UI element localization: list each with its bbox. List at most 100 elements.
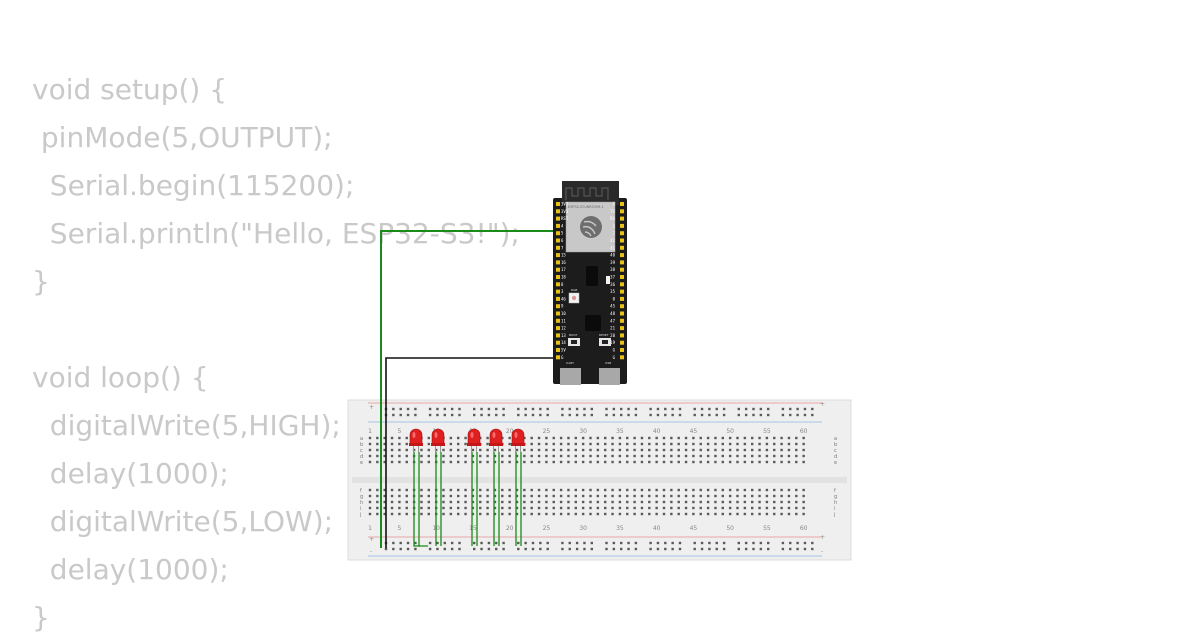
- breadboard-hole[interactable]: [464, 436, 467, 440]
- breadboard-hole[interactable]: [398, 448, 401, 452]
- power-rail-hole[interactable]: [458, 547, 461, 551]
- breadboard-hole[interactable]: [368, 494, 372, 498]
- breadboard-hole[interactable]: [596, 442, 600, 446]
- power-rail-hole[interactable]: [620, 547, 623, 551]
- breadboard-hole[interactable]: [699, 448, 702, 452]
- breadboard-hole[interactable]: [604, 442, 607, 446]
- breadboard-hole[interactable]: [611, 506, 614, 510]
- header-pin-left[interactable]: [556, 333, 560, 338]
- breadboard-hole[interactable]: [405, 442, 408, 446]
- breadboard-hole[interactable]: [596, 436, 600, 440]
- breadboard-hole[interactable]: [405, 512, 408, 516]
- breadboard-hole[interactable]: [405, 506, 408, 510]
- breadboard-hole[interactable]: [743, 460, 747, 464]
- breadboard-hole[interactable]: [626, 512, 629, 516]
- breadboard-hole[interactable]: [574, 448, 577, 452]
- power-rail-hole[interactable]: [715, 413, 718, 417]
- breadboard-hole[interactable]: [383, 494, 386, 498]
- breadboard-hole[interactable]: [471, 448, 475, 452]
- breadboard-hole[interactable]: [780, 442, 783, 446]
- board-header-pins[interactable]: 3V33V3RST4567151617188346910111213145VGG…: [556, 202, 624, 360]
- power-rail-hole[interactable]: [715, 547, 718, 551]
- breadboard-hole[interactable]: [493, 488, 497, 492]
- power-rail-hole[interactable]: [414, 541, 417, 545]
- breadboard-hole[interactable]: [390, 448, 394, 452]
- power-rail-hole[interactable]: [495, 541, 498, 545]
- breadboard-hole[interactable]: [662, 500, 666, 504]
- power-rail-hole[interactable]: [495, 413, 498, 417]
- breadboard-hole[interactable]: [706, 460, 710, 464]
- breadboard-hole[interactable]: [596, 454, 600, 458]
- header-pin-right[interactable]: [620, 267, 624, 272]
- breadboard-hole[interactable]: [530, 460, 533, 464]
- power-rail-hole[interactable]: [796, 541, 799, 545]
- breadboard-hole[interactable]: [780, 512, 783, 516]
- breadboard-hole[interactable]: [692, 454, 695, 458]
- breadboard-hole[interactable]: [457, 460, 460, 464]
- power-rail-hole[interactable]: [473, 413, 476, 417]
- breadboard-hole[interactable]: [493, 506, 497, 510]
- breadboard-hole[interactable]: [626, 448, 629, 452]
- breadboard-hole[interactable]: [545, 448, 548, 452]
- power-rail-hole[interactable]: [612, 547, 616, 551]
- breadboard-hole[interactable]: [501, 454, 504, 458]
- breadboard-hole[interactable]: [376, 512, 379, 516]
- breadboard-hole[interactable]: [626, 500, 629, 504]
- power-rail-hole[interactable]: [436, 407, 439, 411]
- breadboard-hole[interactable]: [728, 512, 732, 516]
- breadboard-hole[interactable]: [537, 506, 541, 510]
- breadboard-hole[interactable]: [581, 506, 585, 510]
- power-rail-hole[interactable]: [436, 547, 439, 551]
- breadboard-hole[interactable]: [537, 512, 541, 516]
- breadboard-hole[interactable]: [721, 436, 724, 440]
- header-pin-left[interactable]: [556, 231, 560, 236]
- power-rail-hole[interactable]: [546, 413, 549, 417]
- breadboard-hole[interactable]: [405, 460, 408, 464]
- power-rail-hole[interactable]: [634, 547, 638, 551]
- breadboard-hole[interactable]: [493, 454, 497, 458]
- power-rail-hole[interactable]: [546, 541, 549, 545]
- breadboard-hole[interactable]: [464, 488, 467, 492]
- breadboard-hole[interactable]: [479, 448, 482, 452]
- breadboard-hole[interactable]: [721, 488, 724, 492]
- breadboard-hole[interactable]: [662, 448, 666, 452]
- power-rail-hole[interactable]: [450, 541, 454, 545]
- breadboard-hole[interactable]: [662, 494, 666, 498]
- esp32-s3-devkit[interactable]: ESP32-S3-WROOM-1 RGB BOOT RESET UART USB…: [553, 181, 627, 385]
- power-rail-hole[interactable]: [539, 541, 542, 545]
- power-rail-hole[interactable]: [649, 407, 652, 411]
- power-rail-hole[interactable]: [649, 541, 652, 545]
- power-rail-hole[interactable]: [399, 413, 402, 417]
- breadboard-hole[interactable]: [398, 436, 401, 440]
- power-rail-hole[interactable]: [693, 407, 696, 411]
- breadboard-hole[interactable]: [640, 494, 644, 498]
- breadboard-hole[interactable]: [508, 448, 511, 452]
- header-pin-left[interactable]: [556, 289, 560, 294]
- breadboard-hole[interactable]: [721, 442, 724, 446]
- header-pin-left[interactable]: [556, 245, 560, 250]
- power-rail-hole[interactable]: [458, 407, 461, 411]
- power-rail-hole[interactable]: [620, 413, 623, 417]
- breadboard-hole[interactable]: [567, 488, 570, 492]
- breadboard-hole[interactable]: [677, 454, 680, 458]
- power-rail-hole[interactable]: [583, 541, 586, 545]
- power-rail-hole[interactable]: [384, 547, 388, 551]
- breadboard-hole[interactable]: [765, 494, 769, 498]
- breadboard-hole[interactable]: [390, 500, 394, 504]
- breadboard-hole[interactable]: [662, 512, 666, 516]
- breadboard-hole[interactable]: [552, 512, 555, 516]
- header-pin-right[interactable]: [620, 289, 624, 294]
- breadboard-hole[interactable]: [574, 506, 577, 510]
- power-rail-hole[interactable]: [399, 541, 402, 545]
- breadboard-hole[interactable]: [398, 500, 401, 504]
- breadboard-hole[interactable]: [559, 454, 563, 458]
- breadboard-hole[interactable]: [692, 494, 695, 498]
- breadboard-hole[interactable]: [655, 460, 658, 464]
- breadboard-hole[interactable]: [699, 506, 702, 510]
- breadboard-hole[interactable]: [581, 512, 585, 516]
- breadboard-hole[interactable]: [633, 460, 636, 464]
- breadboard-hole[interactable]: [530, 488, 533, 492]
- power-rail-hole[interactable]: [502, 547, 505, 551]
- breadboard-hole[interactable]: [596, 488, 600, 492]
- breadboard-hole[interactable]: [523, 506, 526, 510]
